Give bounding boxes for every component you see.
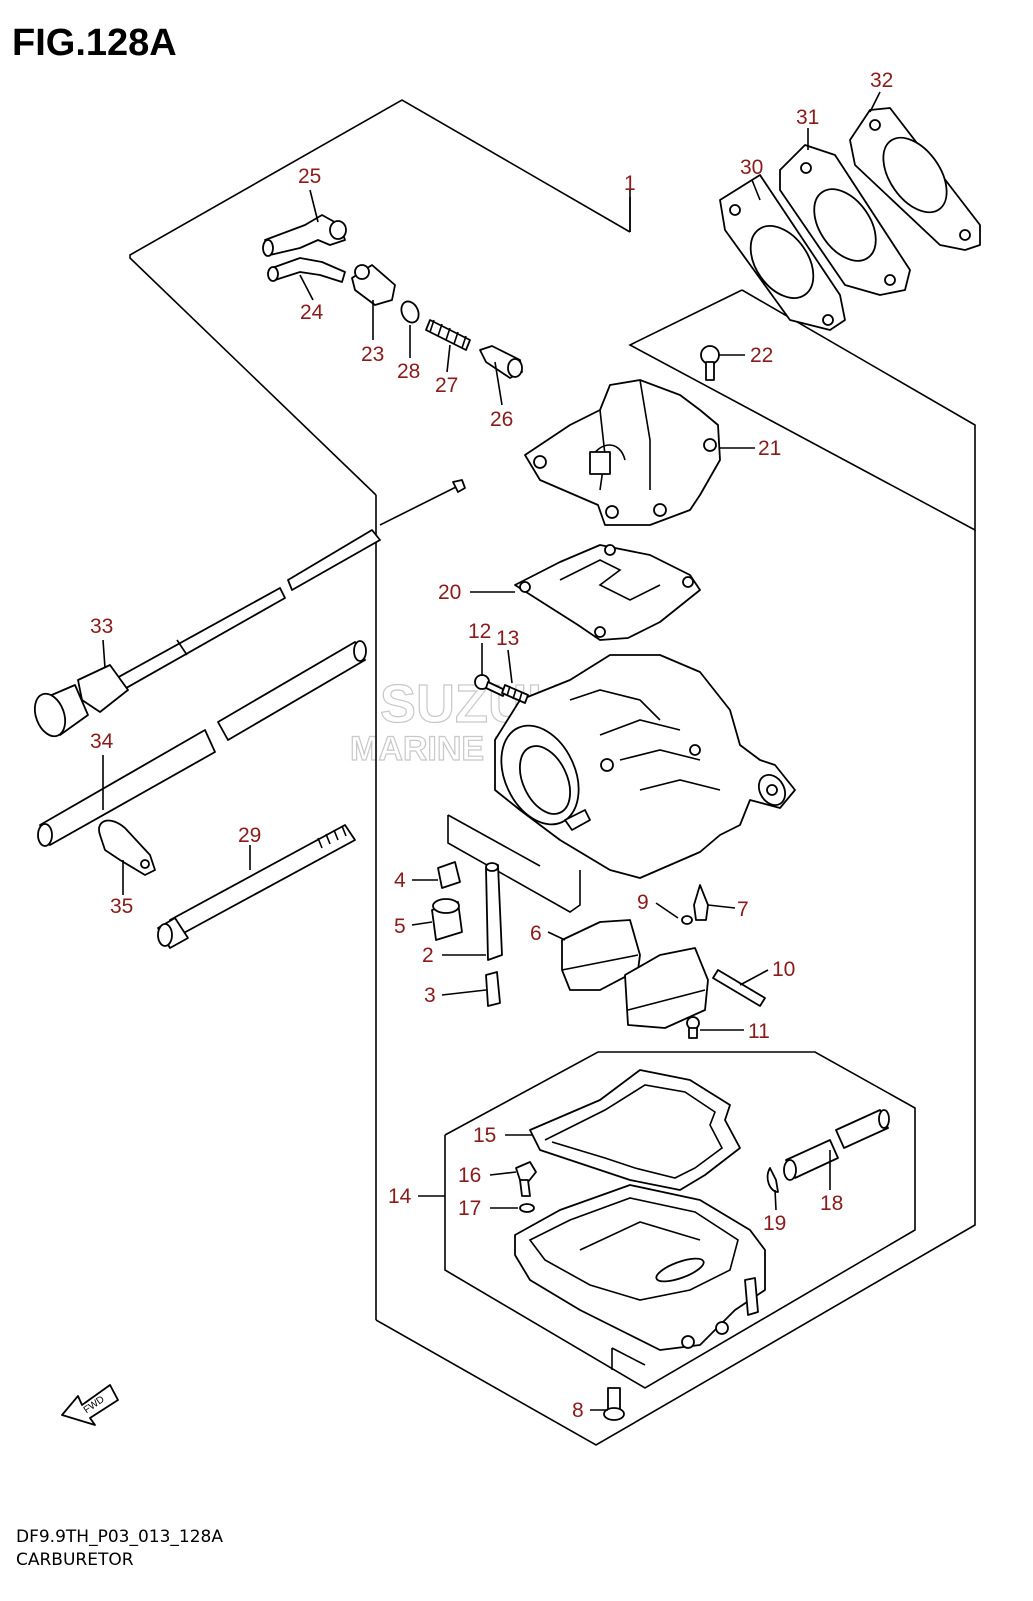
gasket-20 xyxy=(514,544,701,641)
callout-25: 25 xyxy=(298,165,321,188)
callout-31: 31 xyxy=(796,106,819,129)
jet-5 xyxy=(431,898,463,941)
figure-title: FIG.128A xyxy=(12,22,177,64)
callout-9: 9 xyxy=(637,891,649,914)
float-6 xyxy=(561,919,709,1029)
diagram-code: DF9.9TH_P03_013_128A xyxy=(16,1527,223,1547)
callout-8: 8 xyxy=(572,1399,584,1422)
gasket-32 xyxy=(849,107,981,251)
fitting-23 xyxy=(351,264,396,306)
spring-13 xyxy=(501,684,529,704)
gasket-30 xyxy=(719,174,846,331)
carburetor-body xyxy=(494,654,796,879)
clip-19 xyxy=(766,1167,779,1193)
jet-3 xyxy=(485,971,501,1007)
top-cover-21 xyxy=(524,379,721,526)
screw-12 xyxy=(474,674,506,697)
nozzle-box xyxy=(447,814,581,913)
tube-18 xyxy=(783,1109,890,1181)
bolt-29 xyxy=(157,824,356,949)
fwd-arrow-icon: FWD xyxy=(61,1384,119,1426)
spring-27 xyxy=(425,319,471,351)
gasket-31 xyxy=(779,144,911,296)
callout-22: 22 xyxy=(750,344,773,367)
callout-4: 4 xyxy=(394,869,406,892)
callout-34: 34 xyxy=(90,730,114,753)
pin-10 xyxy=(712,969,766,1007)
callout-33: 33 xyxy=(90,615,113,638)
callout-16: 16 xyxy=(458,1164,481,1187)
callout-7: 7 xyxy=(737,898,749,921)
hose-24 xyxy=(267,257,346,283)
callout-27: 27 xyxy=(435,374,458,397)
callout-3: 3 xyxy=(424,984,436,1007)
nozzle-2 xyxy=(485,862,503,961)
callout-1: 1 xyxy=(624,172,636,195)
gasket-15 xyxy=(529,1069,741,1191)
callout-20: 20 xyxy=(438,581,461,604)
choke-rod-33 xyxy=(33,479,466,738)
callout-23: 23 xyxy=(361,343,384,366)
callout-15: 15 xyxy=(473,1124,496,1147)
float-bowl-box xyxy=(444,1051,916,1389)
callout-17: 17 xyxy=(458,1197,481,1220)
screw-16 xyxy=(515,1161,537,1197)
needle-valve-7 xyxy=(693,884,709,921)
callout-30: 30 xyxy=(740,156,763,179)
callout-10: 10 xyxy=(772,958,795,981)
oring-17 xyxy=(519,1203,535,1213)
callout-18: 18 xyxy=(820,1192,843,1215)
callout-labels: 1 2 3 4 5 6 7 8 9 10 11 12 13 14 15 16 1… xyxy=(90,69,893,1422)
callout-11: 11 xyxy=(748,1020,770,1043)
screw-22 xyxy=(700,345,720,381)
float-bowl-14 xyxy=(514,1184,766,1351)
fitting-25 xyxy=(262,214,347,257)
callout-5: 5 xyxy=(394,915,406,938)
callout-12: 12 xyxy=(468,620,491,643)
callout-14: 14 xyxy=(388,1185,412,1208)
hose-34 xyxy=(37,640,367,847)
assembly-outline xyxy=(129,99,976,1446)
callout-6: 6 xyxy=(530,922,542,945)
diagram-name: CARBURETOR xyxy=(16,1550,134,1570)
leader-lines xyxy=(102,91,881,1411)
callout-2: 2 xyxy=(422,944,434,967)
needle-26 xyxy=(479,345,523,379)
callout-24: 24 xyxy=(300,301,324,324)
clip-35 xyxy=(98,819,156,876)
clip-9 xyxy=(681,915,693,925)
jet-4 xyxy=(437,861,461,889)
callout-35: 35 xyxy=(110,895,133,918)
callout-21: 21 xyxy=(758,437,781,460)
callout-29: 29 xyxy=(238,824,261,847)
callout-28: 28 xyxy=(397,360,420,383)
callout-19: 19 xyxy=(763,1212,786,1235)
screw-11 xyxy=(686,1016,700,1039)
callout-13: 13 xyxy=(496,627,519,650)
oring-28 xyxy=(400,300,420,324)
callout-26: 26 xyxy=(490,408,513,431)
callout-32: 32 xyxy=(870,69,893,92)
drain-screw-8 xyxy=(603,1347,646,1421)
